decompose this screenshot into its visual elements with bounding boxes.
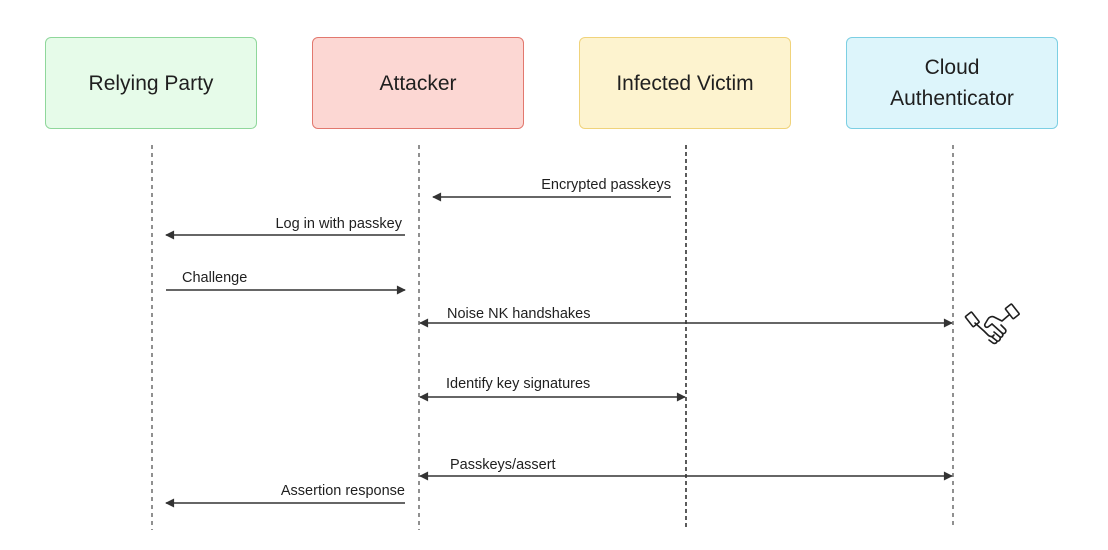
actor-label-cloud-authenticator: Cloud Authenticator (890, 56, 1014, 110)
actor-relying-party: Relying Party (45, 37, 257, 129)
message-label-identify-key-signatures: Identify key signatures (446, 376, 590, 392)
actor-label-attacker: Attacker (379, 71, 457, 95)
actor-infected-victim: Infected Victim (579, 37, 791, 129)
message-label-assertion-response: Assertion response (281, 483, 405, 499)
actor-label-relying-party: Relying Party (88, 71, 214, 95)
actor-cloud-authenticator: Cloud Authenticator (846, 37, 1058, 129)
actor-attacker: Attacker (312, 37, 524, 129)
message-label-passkeys-assert: Passkeys/assert (450, 457, 556, 473)
message-label-challenge: Challenge (182, 270, 247, 286)
handshake-icon (964, 303, 1020, 345)
actor-label-infected-victim: Infected Victim (616, 71, 754, 95)
message-label-log-in-with-passkey: Log in with passkey (275, 216, 402, 232)
message-label-encrypted-passkeys: Encrypted passkeys (541, 177, 671, 193)
message-label-noise-nk-handshakes: Noise NK handshakes (447, 306, 590, 322)
